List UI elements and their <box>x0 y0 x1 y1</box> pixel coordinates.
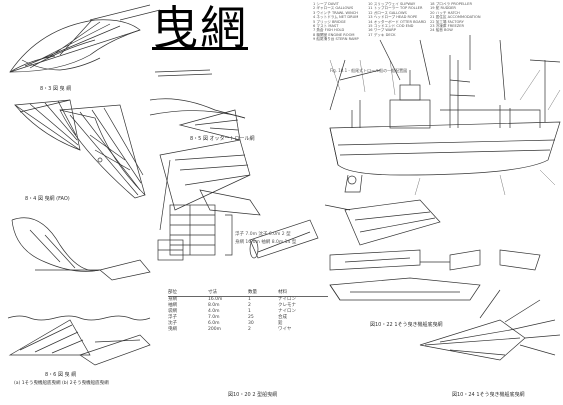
caption-fig-top-left: 8・3 図 曳 網 <box>40 86 72 92</box>
table-row: 身網 16.0m 1 ナイロン <box>168 297 296 302</box>
caption-fig-left-4: 8・6 図 曳 網 <box>45 372 77 378</box>
trawl-net-drawing-4 <box>11 217 151 281</box>
stern-trawler-drawing <box>329 35 561 193</box>
ship-legend-col-3: 18 プロペラ PROPELLER 19 舵 RUDDER 20 ハッチ HAT… <box>430 2 481 33</box>
otter-board-drawing <box>157 204 233 261</box>
trawl-rope-drawing <box>149 69 246 141</box>
caption-fig-left-2: 8・4 図 曳網 (FAO) <box>25 196 70 202</box>
trawl-net-drawing-6 <box>159 139 261 231</box>
ship-figure-caption: Fig. 10.1 - 船尾式トロール船の一般配置図 <box>330 68 408 73</box>
caption-fig-mid-table: 図10・20 2 型船曳網 <box>228 392 278 398</box>
trawl-net-drawing-8 <box>419 289 561 361</box>
caption-fig-right-2: 図10・22 1そう曳き機船底曳網 <box>370 322 443 328</box>
table-row: 浮子 7.0m 25 合成 <box>168 315 287 320</box>
pipe-drawing <box>249 219 319 259</box>
spec-table: 部位 寸法 数量 材料 身網 16.0m 1 ナイロン 袖網 8.0m 2 クレ… <box>168 290 328 333</box>
spec-table-header: 部位 寸法 数量 材料 <box>168 290 328 297</box>
ship-legend-col-2: 10 スリップウェイ SLIPWAY 11 トップローラー TOP ROLLER… <box>368 2 426 37</box>
spec-note-1: 浮子 7.0m 沈子 6.0m 2 型 <box>235 232 291 237</box>
caption-fig-right-3: 図10・24 1そう曳き機船底曳網 <box>452 392 525 398</box>
spec-note-2: 身網 16.0m 袖網 8.0m 14 型 <box>235 240 297 245</box>
trawl-net-drawing-2 <box>14 99 81 151</box>
net-panels-drawing <box>329 249 541 301</box>
trawl-net-drawing-3 <box>59 104 146 199</box>
caption-fig-left-4b: (a) 1そう曳機船底曳網 (b) 2そう曳機船底曳網 <box>14 381 109 386</box>
trawl-net-drawing-5 <box>7 315 151 366</box>
trawl-net-drawing-7 <box>324 199 441 246</box>
table-row: 袖網 8.0m 2 クレモナ <box>168 303 296 308</box>
table-row: 沈子 6.0m 30 鉛 <box>168 321 283 326</box>
page-title: 曳網 <box>152 1 248 55</box>
ship-legend-col-1: 1 シーブ DAVIT 2 ギャロース GALLOWS 3 ウインチ TRAWL… <box>313 2 359 42</box>
caption-fig-mid-1: 8・5 図 オッタートロール網 <box>190 136 255 142</box>
table-row: 袋網 4.0m 1 ナイロン <box>168 309 296 314</box>
trawl-net-drawing-1 <box>9 4 161 73</box>
table-row: 曳綱 200m 2 ワイヤ <box>168 327 292 332</box>
